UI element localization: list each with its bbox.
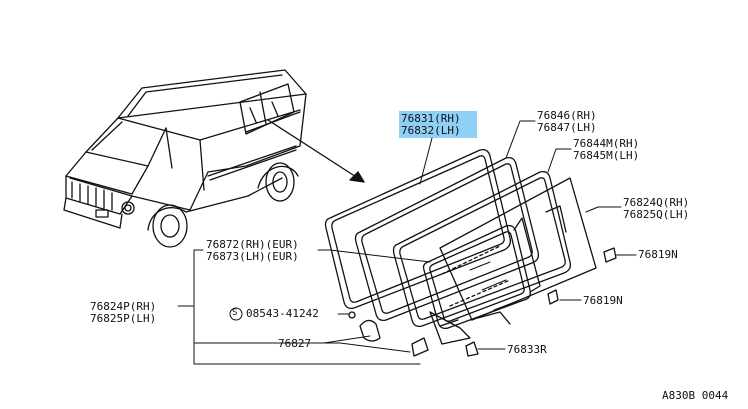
- label-76832: 76832(LH): [401, 124, 461, 137]
- label-08543: 08543-41242: [246, 307, 319, 320]
- diagram-code: A830B 0044: [662, 389, 729, 402]
- label-76824q: 76824Q(RH): [623, 196, 690, 209]
- vehicle-rear-window: [239, 83, 295, 135]
- highlight-76831: [399, 111, 477, 138]
- pointer-arrow-shaft: [267, 119, 365, 183]
- label-76833r: 76833R: [507, 343, 547, 356]
- label-76824p: 76824P(RH): [90, 300, 157, 313]
- bolt-symbol-circle: [229, 307, 243, 321]
- pointer-arrow-head: [349, 171, 365, 183]
- window-assembly: [324, 148, 617, 357]
- label-76872: 76872(RH)(EUR): [206, 238, 299, 251]
- label-76825q: 76825Q(LH): [623, 208, 690, 221]
- molding-76844m: [392, 170, 572, 328]
- label-76847: 76847(LH): [537, 121, 597, 134]
- label-76844m: 76844M(RH): [573, 137, 640, 150]
- label-76873: 76873(LH)(EUR): [206, 250, 299, 263]
- glass-76824q: [439, 177, 597, 321]
- clip-76819n-a: [603, 247, 617, 263]
- label-76819n-b: 76819N: [583, 294, 623, 307]
- vehicle-illustration: [63, 69, 307, 248]
- label-76846: 76846(RH): [537, 109, 597, 122]
- label-08543-symbol: S: [232, 308, 238, 318]
- label-76827: 76827: [278, 337, 312, 350]
- clip-76819n-b: [547, 289, 559, 305]
- weatherstrip-76831: [324, 148, 512, 310]
- frame-76846: [354, 156, 540, 322]
- spacer-76833r: [465, 341, 479, 357]
- label-76845m: 76845M(LH): [573, 149, 640, 162]
- latch-76827: [359, 319, 381, 342]
- sash-76872: [422, 224, 532, 330]
- label-76819n-a: 76819N: [638, 248, 678, 261]
- label-76825p: 76825P(LH): [90, 312, 157, 325]
- label-76831: 76831(RH): [401, 112, 461, 125]
- latch-cover: [411, 337, 429, 357]
